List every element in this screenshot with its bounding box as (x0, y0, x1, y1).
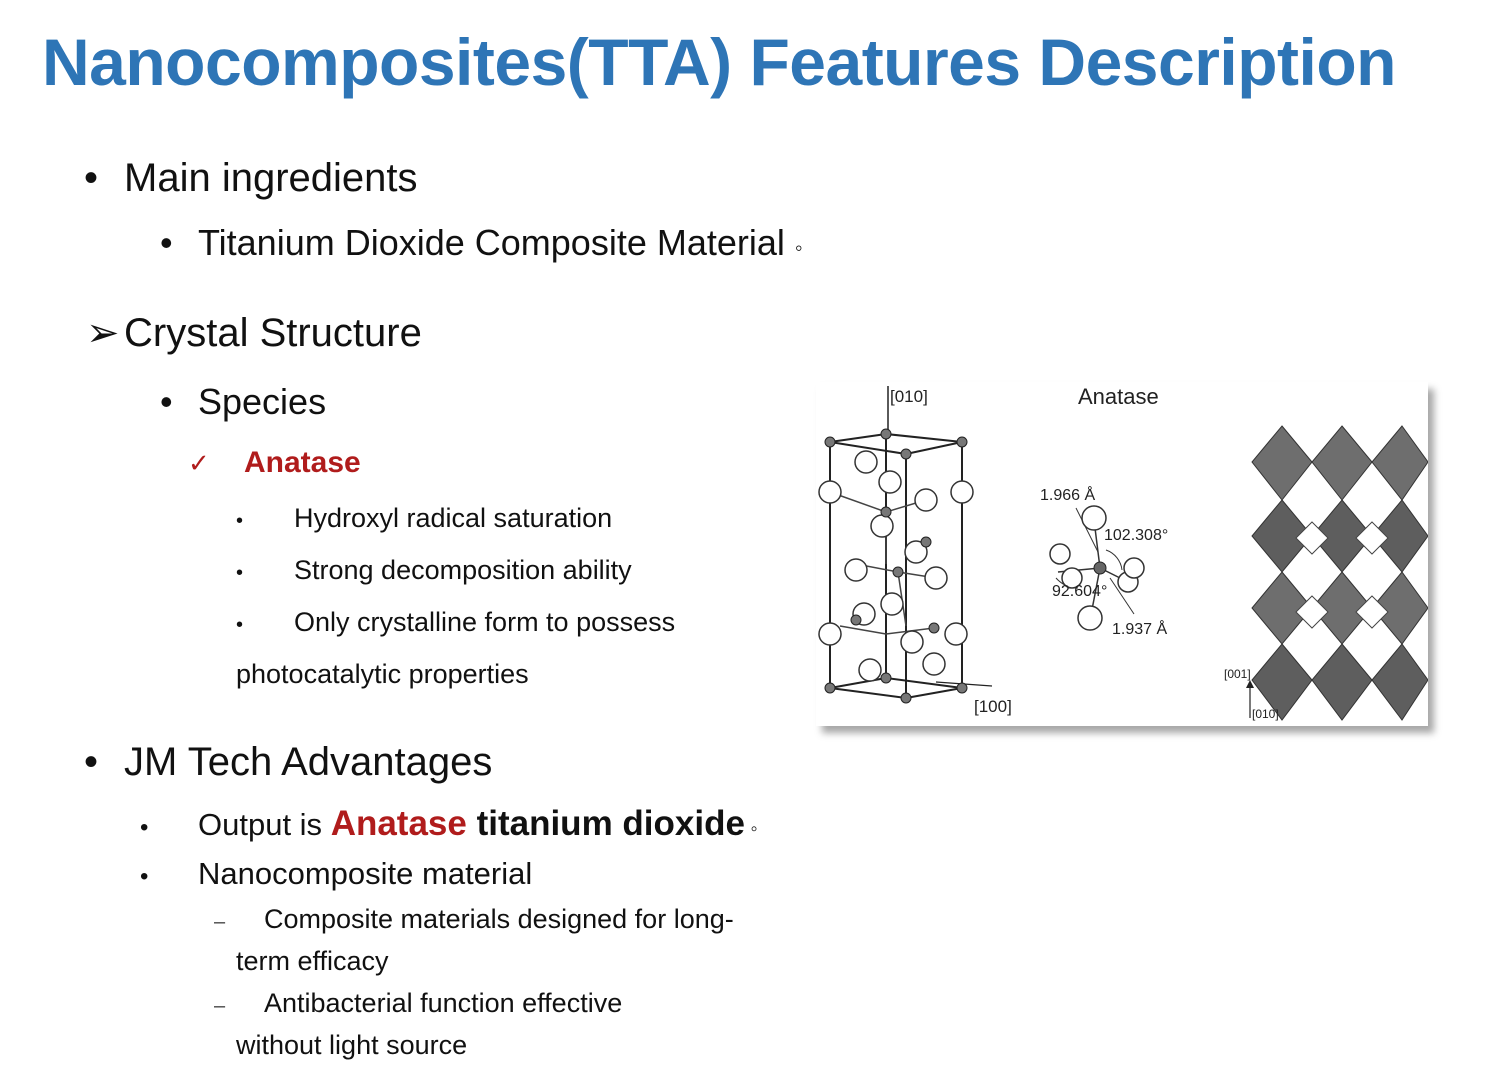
axis-010-small-label: [010] (1252, 707, 1279, 721)
bullet-dot: • (140, 814, 149, 841)
polyhedral-view (1251, 425, 1428, 721)
main-ingredients-item: • Titanium Dioxide Composite Material ◦ (160, 222, 803, 264)
sub-item-line2: term efficacy (236, 946, 389, 976)
output-item: • Output is Anatase titanium dioxide ◦ (140, 804, 758, 844)
heading-advantages: • JM Tech Advantages (84, 740, 492, 785)
anatase-crystal-figure: [010] [100] Anatase (816, 382, 1428, 726)
property-item: • Hydroxyl radical saturation (236, 503, 612, 534)
oxygen-atoms (818, 450, 974, 682)
species-label: Species (198, 381, 327, 422)
sub-item: – Composite materials designed for long- (214, 904, 734, 935)
species-item: • Species (160, 381, 326, 423)
bullet-dot: • (236, 562, 244, 584)
property-item: • Strong decomposition ability (236, 555, 632, 586)
titanium-atoms (824, 428, 968, 704)
arrow-head-icon (1246, 680, 1254, 688)
check-icon: ✓ (188, 448, 210, 478)
dash-bullet: – (214, 911, 226, 933)
property-text: Only crystalline form to possess (294, 607, 676, 637)
heading-main-ingredients: • Main ingredients (84, 156, 418, 201)
axis-100-label: [100] (974, 697, 1012, 716)
bullet-dot: • (236, 510, 244, 532)
polyhedral-voids (1295, 521, 1389, 629)
property-text: Strong decomposition ability (294, 555, 632, 585)
sub-item-line2: without light source (236, 1030, 468, 1060)
sub-item: – Antibacterial function effective (214, 988, 622, 1019)
arrow-bullet-icon: ➢ (86, 311, 120, 355)
bullet-dot: • (160, 222, 173, 263)
axis-010-label: [010] (890, 387, 928, 406)
titanium-dioxide-text: Titanium Dioxide Composite Material (198, 222, 785, 263)
output-prefix: Output is (198, 807, 331, 842)
anatase-item: ✓ Anatase (188, 446, 361, 480)
figure-title: Anatase (1078, 384, 1159, 409)
octahedron-oxygen-atoms (1049, 505, 1145, 631)
sub-item-line1: Composite materials designed for long- (264, 904, 734, 934)
main-ingredients-label: Main ingredients (124, 156, 418, 200)
nanocomposite-label: Nanocomposite material (198, 856, 533, 891)
property-item: • Only crystalline form to possess (236, 607, 675, 638)
dash-bullet: – (214, 995, 226, 1017)
heading-crystal-structure: ➢Crystal Structure (86, 310, 422, 356)
property-continuation: photocatalytic properties (236, 659, 529, 689)
octahedron-ti-atom (1093, 561, 1107, 575)
advantages-label: JM Tech Advantages (124, 740, 493, 784)
bullet-dot: • (140, 863, 149, 890)
property-text: Hydroxyl radical saturation (294, 503, 613, 533)
bond-length-2: 1.937 Å (1112, 619, 1167, 638)
axis-001-small-label: [001] (1224, 667, 1251, 681)
output-bold: titanium dioxide (466, 804, 745, 843)
sub-item-line1: Antibacterial function effective (264, 988, 623, 1018)
crystal-structure-diagram: [010] [100] Anatase (816, 382, 1428, 726)
bullet-dot: • (84, 156, 99, 200)
crystal-structure-label: Crystal Structure (124, 311, 422, 355)
item-end-mark: ◦ (794, 235, 803, 260)
bond-length-1: 1.966 Å (1040, 485, 1095, 504)
output-highlight: Anatase (330, 804, 467, 843)
output-end-mark: ◦ (744, 818, 758, 840)
nanocomposite-item: • Nanocomposite material (140, 856, 532, 892)
bullet-dot: • (236, 614, 244, 636)
anatase-label: Anatase (244, 446, 361, 479)
bullet-dot: • (160, 381, 173, 422)
angle-1: 102.308° (1104, 527, 1168, 544)
angle-2: 92.604° (1052, 583, 1107, 600)
page-title: Nanocomposites(TTA) Features Description (42, 25, 1396, 99)
bullet-dot: • (84, 740, 99, 784)
